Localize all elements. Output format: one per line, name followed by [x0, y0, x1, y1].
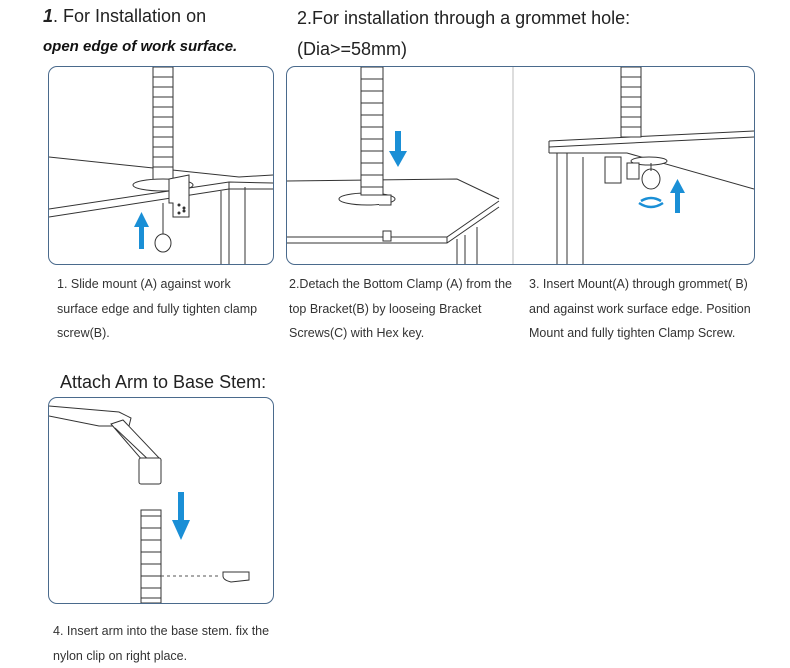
section2-heading: 2.For installation through a grommet hol… — [297, 8, 631, 28]
clamp-edge-illustration — [49, 67, 273, 264]
panel-2-3-illustration — [286, 66, 755, 265]
section1-heading: 1. For Installation on — [43, 6, 206, 27]
section1-heading-text: . For Installation on — [53, 6, 207, 26]
section1-caption: 1. Slide mount (A) against work surface … — [57, 277, 258, 340]
section2-caption: 2.Detach the Bottom Clamp (A) from the t… — [289, 277, 513, 340]
down-arrow-icon — [172, 492, 190, 540]
down-arrow-icon — [389, 131, 407, 167]
arm-attach-illustration — [49, 405, 250, 603]
section1-number: 1 — [43, 6, 54, 26]
section4-caption: 4. Insert arm into the base stem. fix th… — [53, 624, 270, 663]
panel-4-illustration — [48, 397, 274, 604]
section2-subheading: (Dia>=58mm) — [297, 39, 408, 59]
rotate-arrow-icon — [638, 196, 664, 209]
grommet-illustration — [287, 67, 754, 264]
section1-subheading: open edge of work surface. — [43, 38, 238, 55]
panel-1-illustration — [48, 66, 274, 265]
up-arrow-icon — [670, 179, 685, 213]
up-arrow-icon — [134, 212, 149, 249]
section3-caption: 3. Insert Mount(A) through grommet( B) a… — [529, 277, 751, 340]
section4-heading: Attach Arm to Base Stem: — [60, 372, 267, 392]
